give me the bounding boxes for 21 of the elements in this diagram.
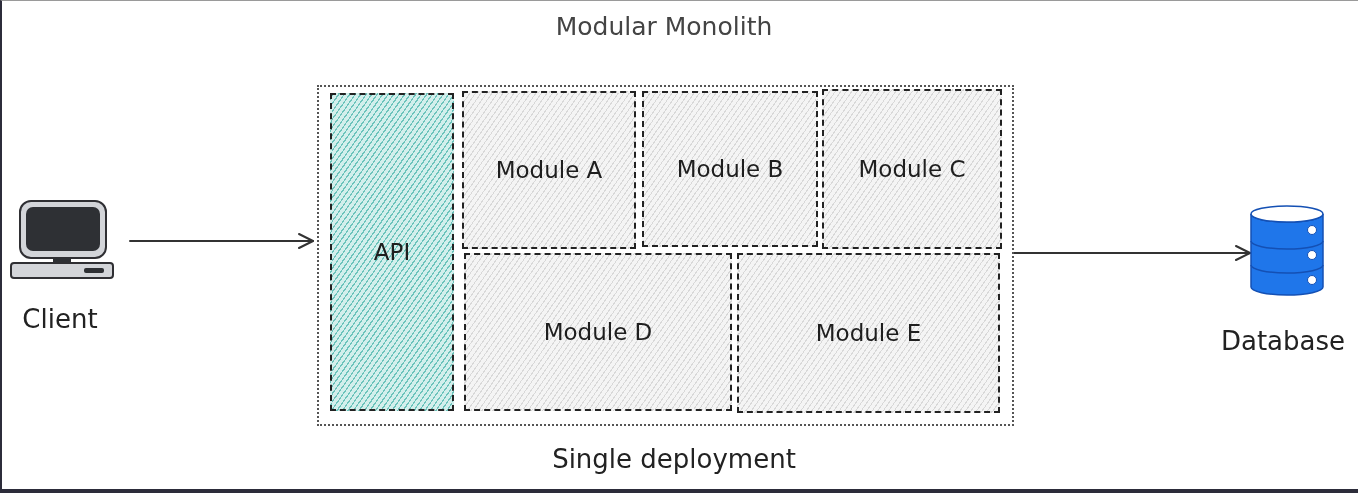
module-box (822, 89, 1002, 249)
module-box (642, 91, 818, 247)
arrow (129, 233, 314, 249)
database-icon (1250, 205, 1324, 297)
arrow (1013, 245, 1251, 261)
dotted-boundary (317, 85, 1014, 426)
computer-icon (10, 200, 114, 279)
module-box (462, 91, 636, 249)
node-label: Module C (858, 154, 966, 184)
node-caption: Database (1220, 324, 1346, 358)
module-box (737, 253, 1000, 413)
node-label: Module E (815, 318, 922, 348)
node-caption: Client (22, 302, 98, 336)
node-caption: Single deployment (552, 442, 796, 476)
node-label: API (373, 237, 411, 267)
node-label: Module D (543, 317, 653, 347)
module-box (464, 253, 732, 411)
api-box (330, 93, 454, 411)
group-heading: Modular Monolith (555, 11, 773, 44)
node-label: Module B (676, 154, 784, 184)
node-label: Module A (495, 155, 603, 185)
